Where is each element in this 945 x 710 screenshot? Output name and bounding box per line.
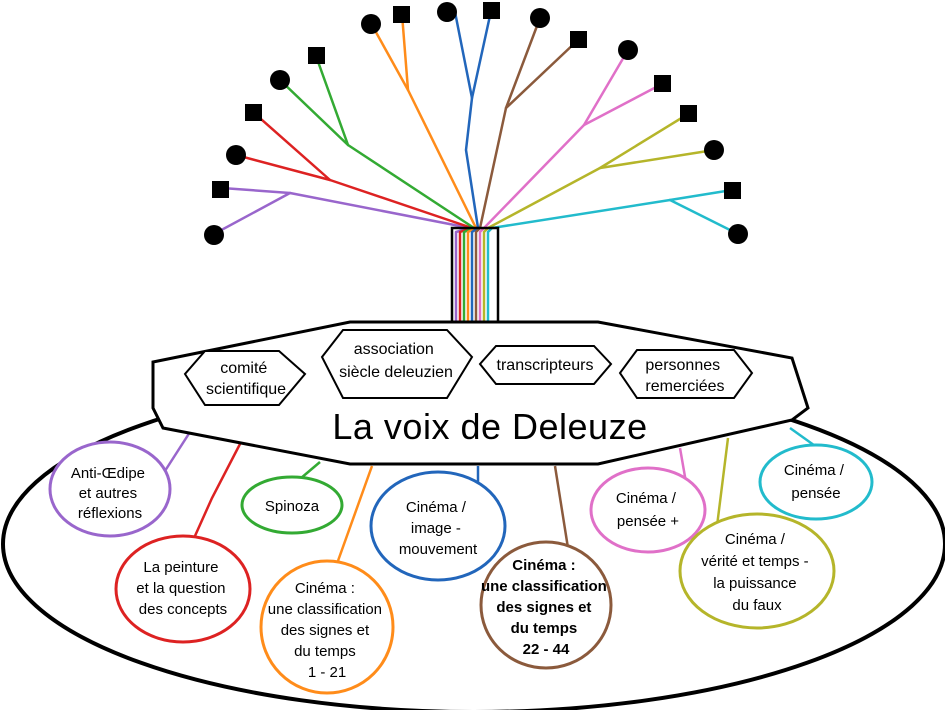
leaf-circle-icon [704,140,724,160]
leaf-circle-icon [226,145,246,165]
leaf-circle-icon [361,14,381,34]
header-label-transcripteurs: transcripteurs [497,357,594,374]
header-labels: comité scientifique association siècle d… [206,341,725,398]
label-verite-temps: Cinéma / vérité et temps - la puissance … [701,531,813,614]
leaf-square-icon [483,2,500,19]
header-hexagon [618,349,754,399]
branch-red [251,110,474,322]
bubble-verite-temps[interactable] [678,512,836,630]
header-items [183,329,754,406]
branch-orange-2 [370,23,410,92]
bubble-pensee-plus[interactable] [589,466,707,554]
leaf-square-icon [212,181,229,198]
leaf-square-icon [308,47,325,64]
connector-brown [553,465,570,549]
leaf-circle-icon [437,2,457,22]
bubble-anti-oedipe[interactable] [48,440,172,538]
leaf-circle-icon [530,8,550,28]
branch-purple-2 [212,191,292,236]
label-image-mouvement: Cinéma / image - mouvement [399,499,478,558]
branch-purple [220,186,472,322]
bubble-spinoza[interactable] [240,475,344,535]
label-pensee-plus: Cinéma / pensée + [616,490,680,530]
branch-blue-2 [470,9,493,100]
branch-pink-2 [582,82,664,127]
branch-brown-2 [504,38,580,110]
connector-olive [714,437,730,535]
header-hexagon [320,329,474,399]
leaf-circle-icon [618,40,638,60]
branch-green [314,54,476,322]
branch-pink [478,48,630,322]
course-bubbles [48,440,874,695]
leaf-square-icon [393,6,410,23]
bubble-peinture[interactable] [114,534,252,644]
leaf-square-icon [245,104,262,121]
branch-cyan-2 [668,198,740,236]
leaf-square-icon [680,105,697,122]
connector-orange [332,465,374,573]
label-peinture: La peinture et la question des concepts [136,559,229,618]
header-label-comite: comité scientifique [206,360,286,398]
bubble-cinema-pensee[interactable] [758,443,874,521]
header-label-remercies: personnes remerciées [645,357,724,395]
label-anti-oedipe: Anti-Œdipe et autres réflexions [71,465,149,522]
header-label-association: association siècle deleuzien [339,341,453,381]
leaf-square-icon [654,75,671,92]
course-labels: Anti-Œdipe et autres réflexions La peint… [71,462,848,681]
bubble-cinema-1-21[interactable] [259,559,395,695]
leaf-square-icon [570,31,587,48]
bubble-cinema-22-44[interactable] [479,540,613,670]
leaf-circle-icon [270,70,290,90]
branch-brown [474,16,542,322]
branch-green-2 [278,78,350,147]
header-hexagon [183,350,307,406]
leaf-circle-icon [728,224,748,244]
branch-red-2 [234,153,332,182]
label-spinoza: Spinoza [265,498,320,515]
main-title: La voix de Deleuze [332,406,647,447]
header-hexagon [478,345,613,385]
branch-olive [482,112,690,322]
branch-blue [453,10,480,322]
bubble-image-mouvement[interactable] [369,470,507,582]
label-cinema-1-21: Cinéma : une classification des signes e… [268,580,386,681]
tree-branches [212,9,740,322]
leaf-circle-icon [204,225,224,245]
leaf-square-icon [724,182,741,199]
tree-leaves [204,2,748,245]
label-cinema-22-44: Cinéma : une classification des signes e… [481,557,611,658]
branch-olive-2 [598,148,716,170]
label-cinema-pensee: Cinéma / pensée [784,462,848,502]
